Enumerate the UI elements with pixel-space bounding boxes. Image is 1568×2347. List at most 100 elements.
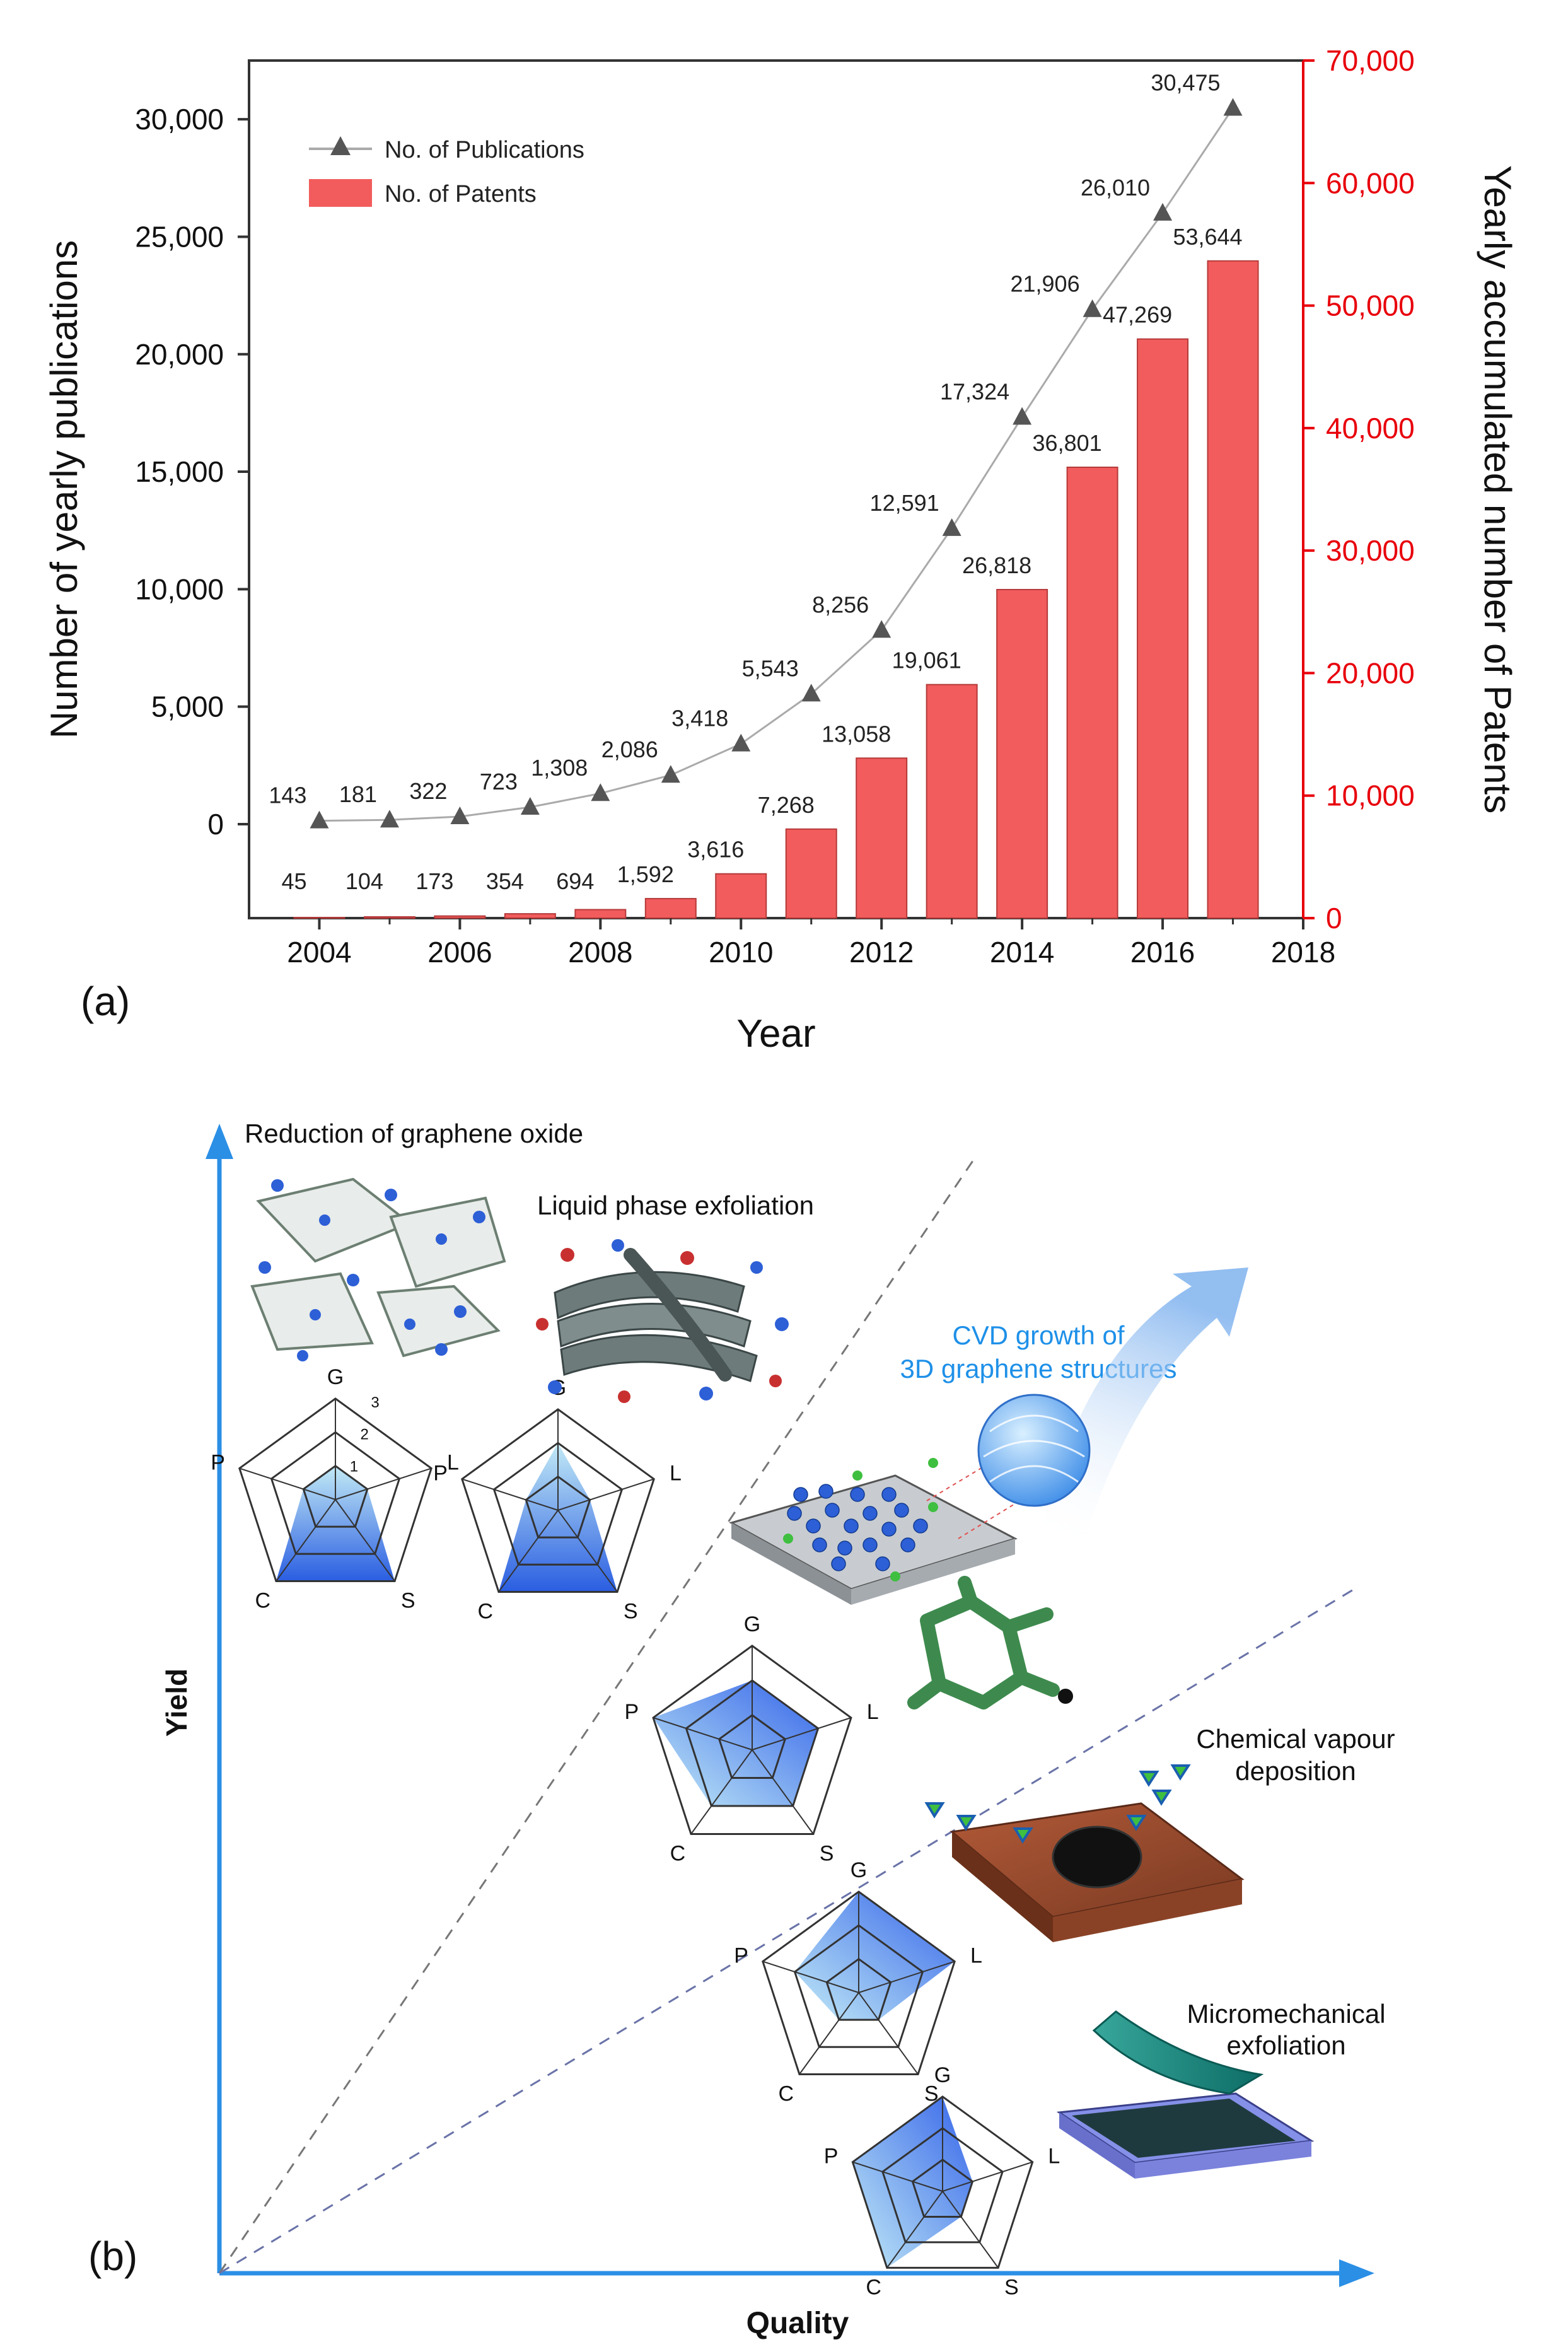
- patent-bar: [504, 913, 556, 919]
- right-tick-label: 50,000: [1326, 289, 1415, 322]
- publication-marker: [872, 620, 891, 638]
- right-tick-label: 0: [1326, 902, 1342, 935]
- x-axis-title: Year: [736, 1012, 815, 1056]
- x-tick-label: 2012: [849, 936, 914, 969]
- publication-value-label: 21,906: [1010, 271, 1079, 297]
- yield-axis-title: Yield: [160, 1669, 193, 1737]
- radar-axis-label: L: [970, 1943, 982, 1967]
- publications-line-group: [310, 98, 1243, 829]
- x-tick-label: 2008: [568, 936, 632, 969]
- patent-bar: [926, 684, 978, 919]
- legend: No. of Publications No. of Patents: [309, 136, 584, 207]
- radar-axis-label: S: [924, 2082, 939, 2106]
- publication-value-label: 26,010: [1081, 175, 1150, 201]
- method-title-cvd-line1: Chemical vapour: [1196, 1724, 1395, 1754]
- radar-ring: [851, 2095, 1034, 2269]
- publication-marker: [731, 733, 751, 752]
- radar-axis-label: C: [779, 2082, 794, 2106]
- radar-spoke: [498, 1510, 559, 1593]
- publication-value-label: 1,308: [531, 755, 588, 781]
- left-tick-label: 5,000: [151, 690, 224, 723]
- patent-value-label: 1,592: [617, 861, 674, 887]
- radar-spoke: [335, 1499, 395, 1582]
- legend-triangle-icon: [330, 136, 351, 155]
- radar-spoke: [239, 1467, 336, 1500]
- publication-marker: [661, 765, 680, 783]
- left-tick-label: 10,000: [135, 573, 224, 605]
- publication-marker: [1083, 299, 1102, 317]
- radar-spoke: [852, 2161, 943, 2192]
- patent-value-label: 173: [415, 868, 453, 894]
- patent-bar: [363, 916, 415, 919]
- publication-marker: [450, 806, 470, 824]
- radar-axis-label: P: [734, 1943, 748, 1967]
- radar-axis-label: P: [211, 1450, 225, 1474]
- radar-spoke: [557, 1478, 654, 1511]
- patent-value-label: 36,801: [1033, 430, 1102, 456]
- radar-spoke: [557, 1510, 618, 1593]
- radar-spoke: [653, 1717, 753, 1750]
- radar-axis-label: L: [1048, 2145, 1060, 2169]
- radar-ring: [270, 1431, 401, 1555]
- radar-axis-label: G: [327, 1365, 344, 1389]
- patent-bar: [785, 828, 837, 919]
- publication-marker: [520, 797, 540, 815]
- radar-spoke: [942, 2191, 999, 2268]
- radar-ring: [461, 1408, 655, 1593]
- radar-spoke: [799, 1992, 859, 2075]
- radar-score-area: [794, 1892, 955, 2020]
- radar-ring: [881, 2127, 1004, 2244]
- publication-marker: [591, 783, 610, 801]
- publication-marker: [942, 518, 961, 536]
- radar-ring: [492, 1441, 624, 1566]
- radar-axis-label: S: [1004, 2275, 1019, 2299]
- radar-axis-label: C: [478, 1600, 494, 1624]
- patent-value-label: 694: [556, 868, 594, 894]
- radar-ring: [652, 1645, 852, 1835]
- right-tick-label: 10,000: [1326, 779, 1415, 812]
- radar-axis-label: C: [255, 1589, 271, 1613]
- right-tick-label: 70,000: [1326, 44, 1415, 77]
- radar-axis-label: L: [670, 1461, 682, 1485]
- publication-value-label: 3,418: [671, 706, 728, 731]
- radar-chart: G L S C P: [734, 1858, 982, 2106]
- patent-bar: [1066, 467, 1118, 919]
- right-tick-label: 40,000: [1326, 412, 1415, 445]
- divider-line-1: [218, 1158, 975, 2274]
- publication-value-label: 181: [339, 781, 377, 807]
- radar-ring: [302, 1464, 369, 1528]
- radar-spoke: [276, 1499, 336, 1582]
- method-title-cvd3d-line1: CVD growth of: [952, 1320, 1124, 1350]
- right-tick-label: 20,000: [1326, 656, 1415, 689]
- legend-patents-swatch: [309, 179, 372, 207]
- x-tick-label: 2016: [1130, 936, 1195, 969]
- patent-bar: [1137, 338, 1189, 919]
- patent-bar: [1207, 260, 1259, 919]
- publication-value-label: 12,591: [870, 490, 939, 516]
- method-title-lpe: Liquid phase exfoliation: [537, 1191, 814, 1220]
- radar-axis-label: G: [851, 1858, 867, 1882]
- radar-ring: [793, 1924, 924, 2048]
- left-tick-label: 30,000: [135, 103, 224, 136]
- right-tick-label: 60,000: [1326, 166, 1415, 199]
- radar-ring: [525, 1475, 591, 1539]
- panel-b-label: (b): [88, 2233, 137, 2279]
- publication-value-label: 30,475: [1151, 69, 1220, 95]
- x-tick-label: 2006: [427, 936, 492, 969]
- panel-b-diagram: Yield Quality (b) Reduction of graphene …: [88, 1119, 1395, 2340]
- patent-bar: [434, 915, 486, 919]
- x-tick-label: 2014: [990, 936, 1054, 969]
- publication-marker: [1223, 98, 1243, 116]
- quality-axis-arrow-icon: [1339, 2259, 1374, 2287]
- radar-axis-label: G: [934, 2063, 951, 2087]
- patent-value-label: 45: [281, 868, 306, 894]
- mme-illustration: [1056, 2010, 1315, 2179]
- radar-spoke: [335, 1467, 432, 1500]
- radar-spoke: [752, 1717, 852, 1750]
- radar-ring-label: 1: [350, 1458, 358, 1475]
